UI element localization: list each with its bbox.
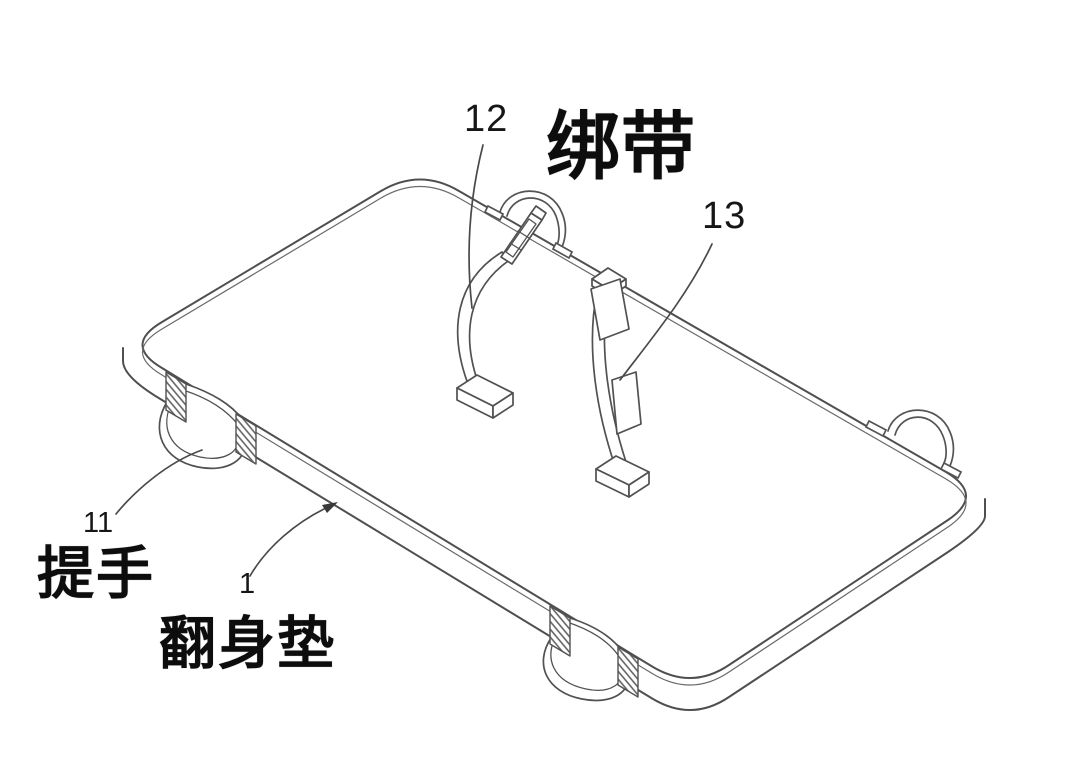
strap-12 [456,205,547,419]
strap-13-pad-lower [611,371,642,435]
carry-handle-left-stitch-b [235,413,257,465]
loop-handle-right-outer [887,409,955,467]
loop-handle-right-tab-left [864,419,888,438]
carry-handle-front-stitch-b [617,646,639,698]
leader-line-1 [249,508,325,577]
loop-handle-top-tab-left [483,204,505,222]
mattress-body [122,178,986,711]
leader-lines [115,144,713,577]
strap-12-base-side [492,392,514,419]
mattress-rim-seam [142,185,967,686]
strap-13 [590,267,650,498]
mattress-bottom-edge [122,347,986,711]
carry-handle-front-stitch-a [549,605,571,657]
carry-handle-left [158,371,257,470]
annotation-handle-name: 提手 [37,542,155,606]
loop-handle-right-inner [894,416,947,464]
ref-number-11: 11 [83,507,114,539]
strap-12-buckle-rung-2 [517,230,530,239]
leader-line-12 [468,144,484,309]
ref-number-12: 12 [464,98,509,140]
leader-arrowhead-1 [322,502,338,513]
mattress-top-face [141,178,967,679]
annotation-strap-name: 绑带 [546,105,696,188]
strap-12-buckle-tip [530,205,547,221]
carry-handle-front-rim [566,621,621,659]
loop-handle-right [864,409,963,480]
ref-number-13: 13 [702,195,747,237]
ref-number-1: 1 [239,568,256,600]
loop-handle-top-tab-right [551,241,574,260]
carry-handle-left-stitch-a [165,371,187,423]
leader-line-11 [115,449,203,515]
annotation-turn-pad-name: 翻身垫 [159,612,336,676]
leader-line-13 [619,243,713,381]
strap-13-base-side [628,471,650,498]
strap-13-pad-upper [590,278,630,341]
strap-12-buckle-rung-1 [509,242,522,251]
carry-handle-front [542,605,639,702]
strap-12-buckle-slot [505,218,537,258]
carry-handle-left-inner [166,399,239,459]
loop-handle-right-tab-right [939,461,963,480]
loop-handle-top-inner [506,197,560,246]
